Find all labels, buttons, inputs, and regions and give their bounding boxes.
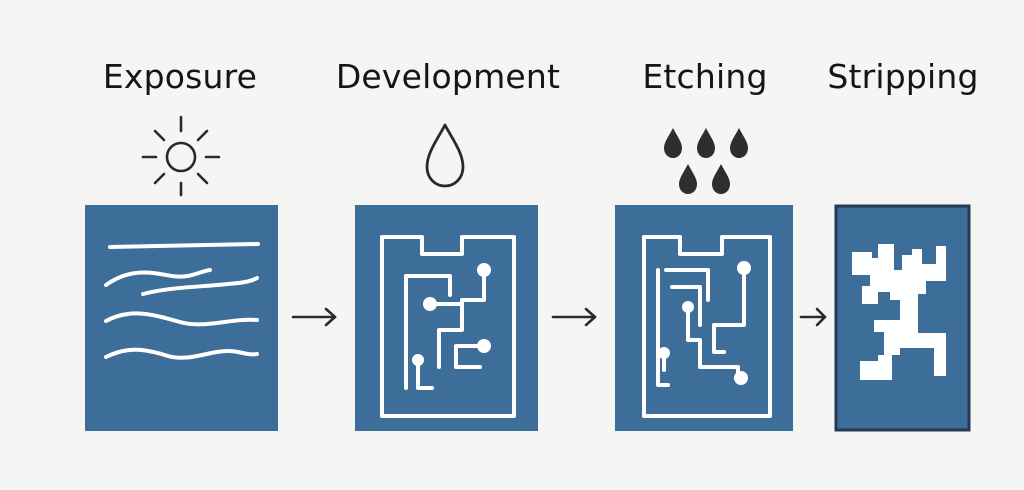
panel-etching: [615, 205, 793, 431]
stage-title-etching: Etching: [642, 57, 768, 96]
stripped-pattern-icon: [834, 204, 971, 432]
droplets-icon: [664, 128, 748, 194]
stage-title-exposure: Exposure: [102, 57, 258, 96]
stage-title-stripping: Stripping: [827, 57, 979, 96]
arrow-etching-to-stripping: [799, 307, 827, 327]
arrow-development-to-etching: [551, 307, 597, 327]
panel-exposure: [85, 205, 278, 431]
stage-title-development: Development: [335, 57, 561, 96]
droplet-outline-icon: [425, 123, 465, 188]
panel-development: [355, 205, 538, 431]
arrow-exposure-to-development: [291, 307, 337, 327]
sun-icon: [141, 115, 221, 197]
